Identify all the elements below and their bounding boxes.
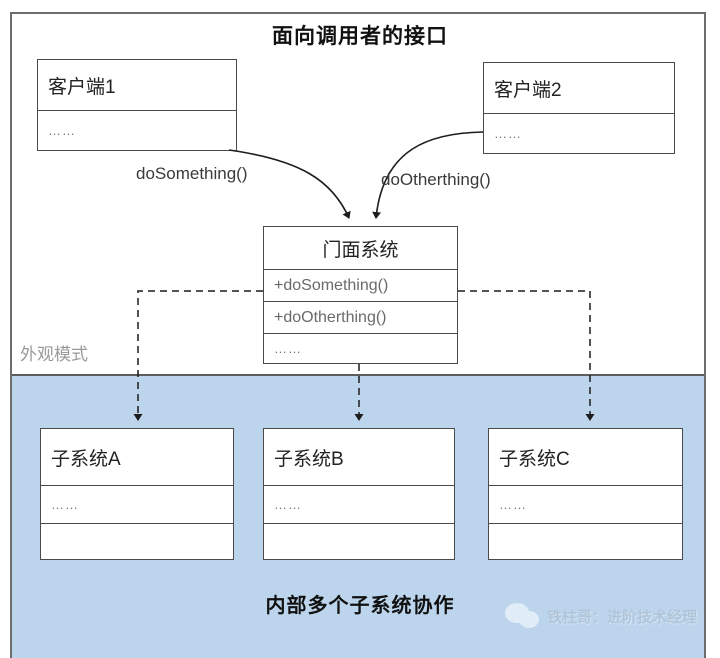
facade-members: …… (264, 333, 457, 363)
bottom-title: 内部多个子系统协作 (265, 595, 455, 617)
class-name-client2: 客户端2 (494, 79, 562, 101)
class-name-client1: 客户端1 (48, 76, 116, 98)
class-box-subsystem-b[interactable]: 子系统B …… (263, 428, 455, 560)
call-label-do-otherthing: doOtherthing() (381, 170, 491, 189)
class-box-subsystem-a[interactable]: 子系统A …… (40, 428, 234, 560)
class-box-facade[interactable]: 门面系统 +doSomething() +doOtherthing() …… (263, 226, 458, 364)
class-name-subsystem-a: 子系统A (51, 448, 121, 470)
class-box-client2[interactable]: 客户端2 …… (483, 62, 675, 154)
class-extra-subsystem-b (264, 523, 454, 559)
call-label-do-something: doSomething() (136, 164, 248, 183)
class-name-facade: 门面系统 (322, 239, 399, 261)
class-members-client1: …… (38, 110, 236, 150)
watermark-text: 铁柱哥：进阶技术经理 (547, 608, 698, 626)
class-name-subsystem-b: 子系统B (274, 448, 344, 470)
watermark: 铁柱哥：进阶技术经理 (505, 592, 705, 640)
top-title: 面向调用者的接口 (272, 25, 448, 48)
class-box-subsystem-c[interactable]: 子系统C …… (488, 428, 683, 560)
pattern-label: 外观模式 (20, 345, 88, 364)
class-members-subsystem-c: …… (489, 485, 682, 523)
wechat-icon (505, 601, 545, 631)
facade-operation-do-otherthing: +doOtherthing() (264, 301, 457, 333)
class-members-subsystem-b: …… (264, 485, 454, 523)
class-members-subsystem-a: …… (41, 485, 233, 523)
class-members-client2: …… (484, 113, 674, 153)
facade-operation-do-something: +doSomething() (264, 269, 457, 301)
class-extra-subsystem-c (489, 523, 682, 559)
class-name-subsystem-c: 子系统C (499, 448, 570, 470)
class-box-client1[interactable]: 客户端1 …… (37, 59, 237, 151)
class-extra-subsystem-a (41, 523, 233, 559)
